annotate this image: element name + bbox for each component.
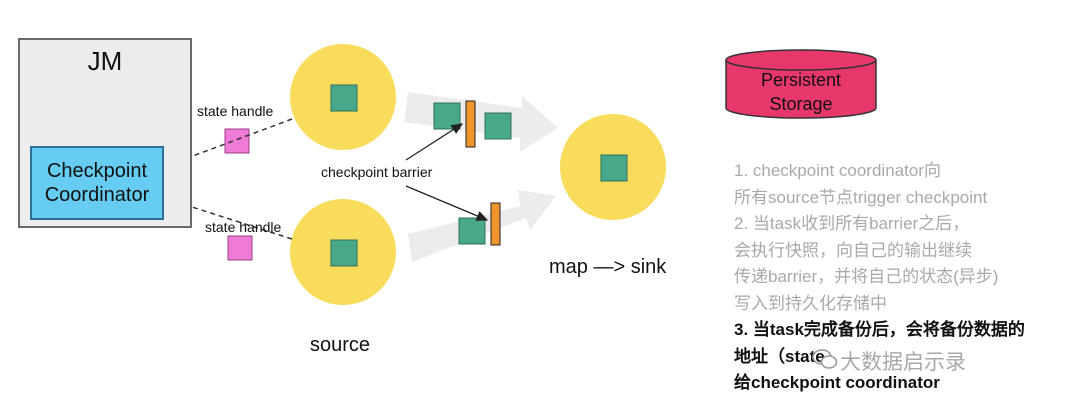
source-top-state-square [330,84,358,112]
persistent-storage-cylinder [725,60,877,119]
note-line: 会执行快照，向自己的输出继续 [734,240,972,260]
stream-record [458,217,486,245]
note-line: 所有source节点trigger checkpoint [734,187,988,207]
note-line: 给checkpoint coordinator [734,373,940,392]
persistent-storage-top [725,49,877,71]
watermark-text: 大数据启示录 [840,351,966,374]
checkpoint-barrier-label: checkpoint barrier [321,164,433,180]
persistent-storage-label: Persistent Storage [760,70,842,114]
checkpoint-steps-notes: 1. checkpoint coordinator向 所有source节点tri… [734,158,1074,397]
source-label: source [310,334,371,356]
state-handle-bottom [227,235,253,261]
jm-title: JM [87,46,123,76]
source-bottom-state-square [330,239,358,267]
stream-record [433,102,461,130]
note-line: 1. checkpoint coordinator向 [734,161,941,180]
barrier-pointer-top [405,123,464,161]
wechat-icon [812,349,838,369]
map-sink-label: map —> sink [549,256,667,278]
checkpoint-coordinator-box: Checkpoint Coordinator [30,146,164,220]
checkpoint-barrier-bottom [490,202,501,246]
note-line: 地址（state [734,346,825,366]
note-line: 2. 当task收到所有barrier之后， [734,214,970,233]
note-line: 传递barrier，并将自己的状态(异步) [734,267,999,286]
note-line: 3. 当task完成备份后，会将备份数据的 [734,320,1025,339]
state-handle-label-top: state handle [197,103,274,119]
state-handle-top [224,128,250,154]
flow-arrow-top [404,92,558,152]
state-handle-label-bottom: state handle [205,219,282,235]
barrier-pointer-bottom [405,185,489,221]
sink-state-square [600,154,628,182]
checkpoint-barrier-top [465,100,476,148]
stream-record [484,112,512,140]
note-line: 写入到持久化存储中 [734,293,887,313]
